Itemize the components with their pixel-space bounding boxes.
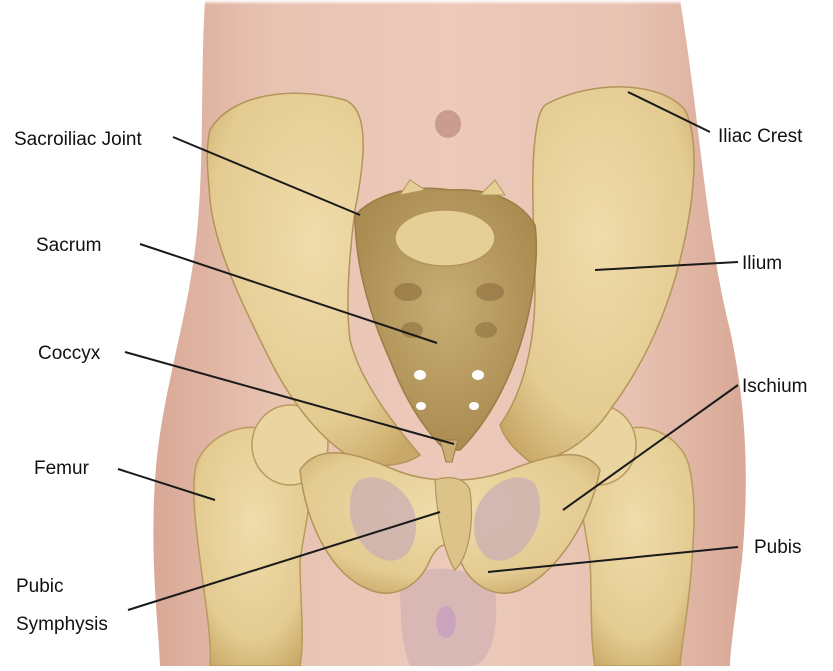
label-pubic-symphysis-line2: Symphysis (16, 614, 108, 635)
label-ilium: Ilium (742, 253, 782, 274)
label-sacroiliac-joint: Sacroiliac Joint (14, 129, 142, 150)
label-coccyx: Coccyx (38, 343, 101, 364)
navel (435, 110, 461, 138)
label-pubic-symphysis-line1: Pubic (16, 576, 64, 597)
label-pubis: Pubis (754, 537, 802, 558)
label-iliac-crest: Iliac Crest (718, 126, 803, 147)
label-sacrum: Sacrum (36, 235, 101, 256)
label-femur: Femur (34, 458, 90, 479)
label-ischium: Ischium (742, 376, 807, 397)
